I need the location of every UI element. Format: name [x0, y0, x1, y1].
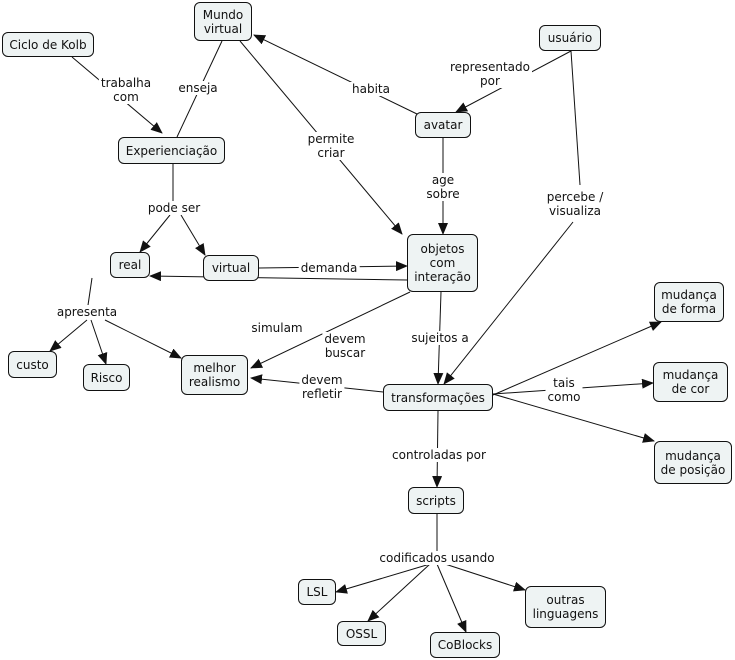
node-mudanca-de-cor[interactable]: mudança de cor — [653, 362, 728, 402]
node-ossl[interactable]: OSSL — [337, 621, 386, 646]
link-demanda: demanda — [298, 261, 360, 275]
link-representado-por: representado por — [448, 60, 532, 88]
connector-line — [444, 563, 526, 592]
link-devem-refletir: devem refletir — [299, 373, 345, 401]
node-melhor-realismo[interactable]: melhor realismo — [181, 355, 248, 395]
node-objetos-com-interacao[interactable]: objetos com interação — [407, 234, 478, 292]
connector-line — [104, 319, 182, 359]
connector-line — [492, 321, 662, 396]
link-habita: habita — [350, 82, 392, 96]
link-pode-ser: pode ser — [145, 201, 203, 215]
connector-line — [139, 214, 171, 253]
connector-line — [49, 319, 88, 352]
node-scripts[interactable]: scripts — [408, 487, 464, 514]
node-virtual[interactable]: virtual — [203, 255, 259, 281]
connector-line — [90, 319, 108, 365]
connector-line — [149, 271, 408, 282]
connector-line — [180, 214, 206, 256]
link-enseja: enseja — [176, 81, 220, 95]
connector-line — [253, 34, 418, 115]
node-custo[interactable]: custo — [8, 351, 57, 378]
node-outras-linguagens[interactable]: outras linguagens — [525, 586, 606, 628]
link-percebe-visualiza: percebe / visualiza — [544, 190, 606, 218]
node-usuario[interactable]: usuário — [539, 25, 601, 51]
link-permite-criar: permite criar — [305, 132, 357, 160]
node-coblocks[interactable]: CoBlocks — [430, 632, 500, 658]
node-avatar[interactable]: avatar — [415, 112, 471, 138]
connector-line — [367, 563, 431, 622]
link-trabalha-com: trabalha com — [98, 76, 154, 104]
connector-line — [436, 563, 467, 633]
node-lsl[interactable]: LSL — [298, 579, 336, 605]
link-apresenta: apresenta — [54, 305, 120, 319]
node-mudanca-de-posicao[interactable]: mudança de posição — [654, 441, 732, 484]
connector-line — [570, 50, 581, 186]
connector-line — [492, 393, 655, 443]
node-transformacoes[interactable]: transformações — [383, 384, 493, 411]
node-mudanca-de-forma[interactable]: mudança de forma — [654, 282, 724, 322]
node-mundo-virtual[interactable]: Mundo virtual — [194, 2, 252, 41]
link-tais-como: tais como — [545, 376, 583, 404]
node-ciclo-de-kolb[interactable]: Ciclo de Kolb — [2, 32, 94, 57]
link-controladas-por: controladas por — [390, 448, 488, 462]
node-real[interactable]: real — [110, 252, 150, 278]
connector-line — [443, 221, 574, 385]
connector-line — [335, 563, 431, 594]
link-codificados-usando: codificados usando — [377, 551, 497, 565]
link-simulam: simulam — [249, 321, 305, 335]
node-risco[interactable]: Risco — [83, 364, 130, 391]
link-devem-buscar: devem buscar — [322, 332, 368, 360]
connector-line — [250, 291, 411, 369]
node-experienciacao[interactable]: Experienciação — [118, 137, 225, 164]
link-sujeitos-a: sujeitos a — [409, 331, 471, 345]
link-age-sobre: age sobre — [424, 173, 462, 201]
